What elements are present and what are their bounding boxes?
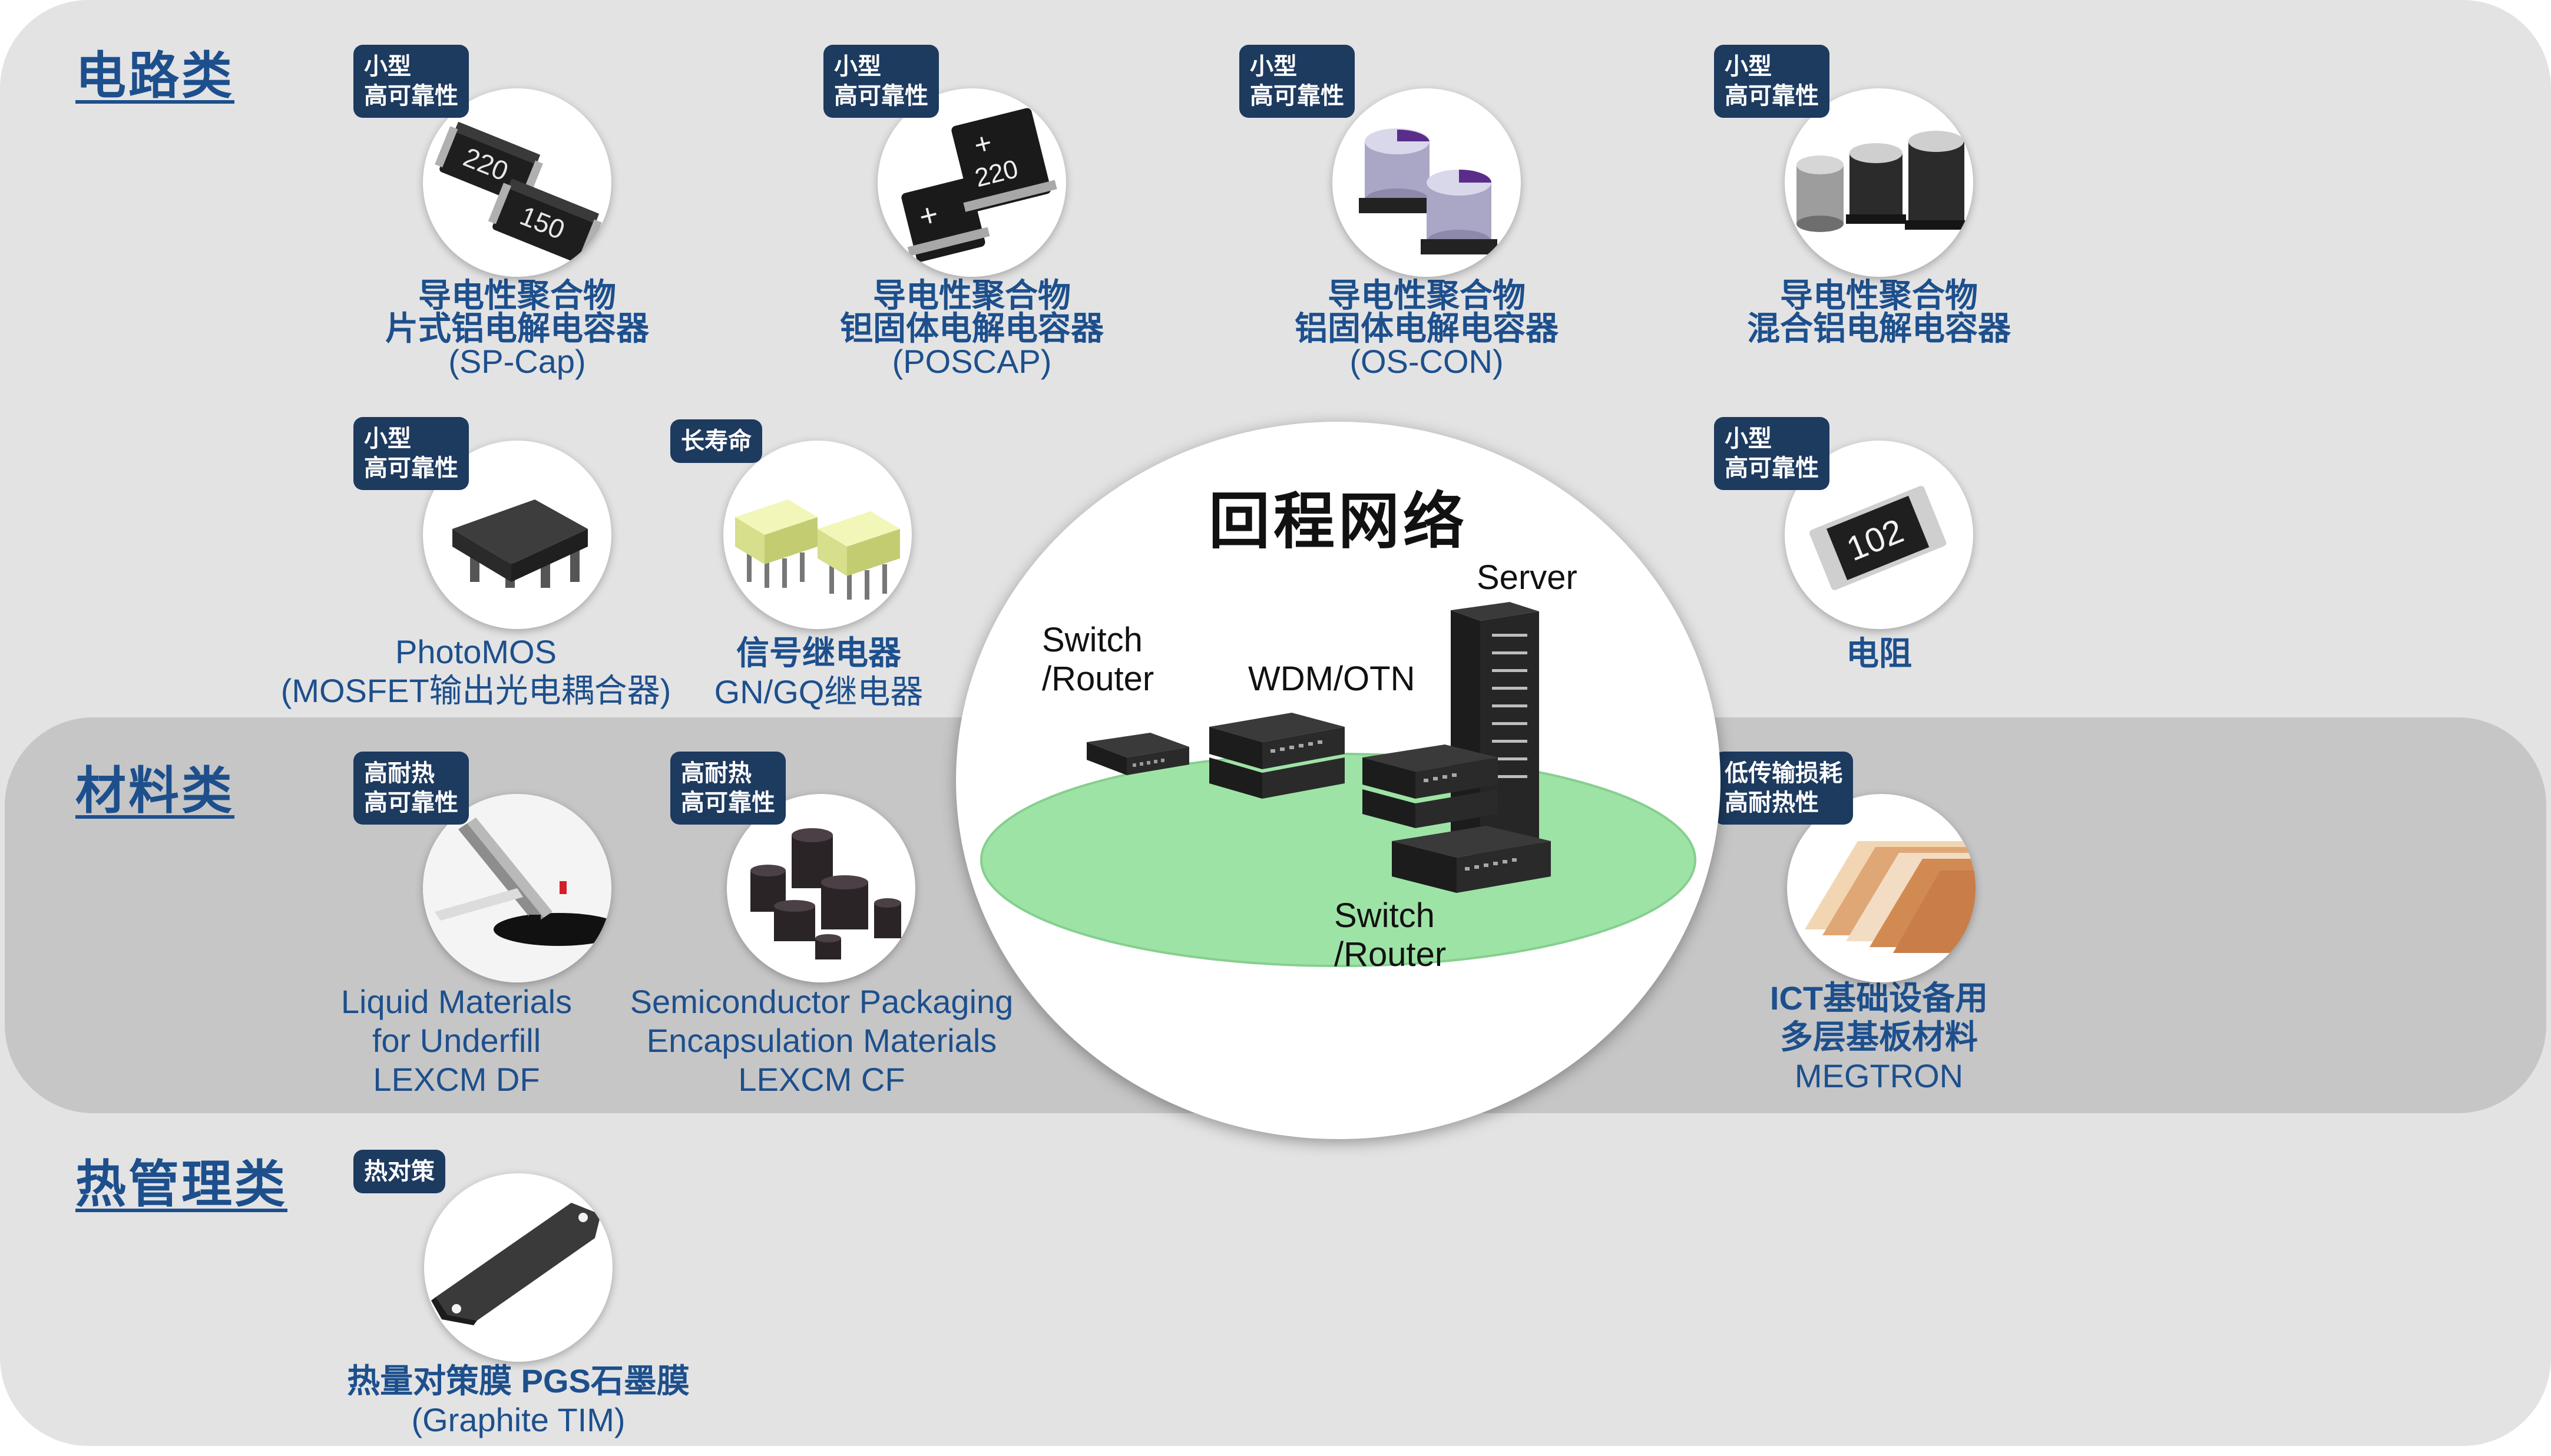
label-encapsulation: Semiconductor Packaging Encapsulation Ma… [630, 983, 1014, 1098]
encapsulation-pellets-icon [727, 794, 915, 982]
wdm-otn-icon [1209, 713, 1345, 799]
label-photomos: PhotoMOS (MOSFET输出光电耦合器) [280, 633, 671, 709]
badge-megtron: 低传输损耗 高耐热性 [1714, 752, 1853, 825]
rectangular-capacitor-icon: 220 150 [423, 88, 611, 277]
label-hybrid: 导电性聚合物 混合铝电解电容器 [1747, 277, 2011, 347]
liquid-dispenser-icon [423, 794, 611, 982]
hub-title: 回程网络 [1208, 488, 1468, 556]
badge-poscap: 小型 高可靠性 [823, 45, 939, 118]
category-material: 材料类 [75, 763, 234, 819]
badge-relay: 长寿命 [670, 419, 762, 463]
hybrid-capacitor-icon [1785, 88, 1973, 277]
signal-relay-icon [723, 441, 912, 629]
label-os-con: 导电性聚合物 铝固体电解电容器 (OS-CON) [1295, 277, 1559, 380]
badge-encapsulation: 高耐热 高可靠性 [670, 752, 786, 825]
laminate-sheets-icon [1787, 794, 1976, 982]
label-megtron: ICT基础设备用 多层基板材料 MEGTRON [1769, 980, 1988, 1094]
hub-label-switch-left: Switch /Router [1042, 621, 1154, 698]
switch-router-bottom-icon [1392, 826, 1551, 893]
label-resistor: 电阻 [1846, 635, 1912, 672]
switch-router-left-icon [1087, 733, 1189, 775]
hub-label-switch-bottom: Switch /Router [1334, 896, 1447, 974]
hub-label-server: Server [1477, 558, 1577, 597]
category-thermal: 热管理类 [75, 1156, 287, 1213]
graphite-sheet-icon [424, 1173, 613, 1362]
label-underfill: Liquid Materials for Underfill LEXCM DF [340, 983, 573, 1098]
label-pgs: 热量对策膜 PGS石墨膜 (Graphite TIM) [347, 1362, 690, 1438]
can-capacitor-icon [1332, 88, 1521, 277]
backhaul-network-hub: 回程网络 Switch /Router WDM/OTN Server Switc… [956, 422, 1720, 1139]
switch-router-center-icon [1362, 744, 1498, 828]
badge-pgs: 热对策 [353, 1150, 445, 1193]
hub-label-wdm: WDM/OTN [1248, 660, 1415, 698]
label-sp-cap: 导电性聚合物 片式铝电解电容器 (SP-Cap) [385, 277, 649, 380]
label-relay: 信号继电器 GN/GQ继电器 [714, 634, 924, 710]
badge-underfill: 高耐热 高可靠性 [353, 752, 469, 825]
badge-photomos: 小型 高可靠性 [353, 417, 469, 490]
badge-sp-cap: 小型 高可靠性 [353, 45, 469, 118]
tantalum-capacitor-icon: + + 220 [878, 88, 1066, 277]
badge-os-con: 小型 高可靠性 [1239, 45, 1355, 118]
category-circuit: 电路类 [75, 48, 234, 104]
badge-hybrid: 小型 高可靠性 [1714, 45, 1829, 118]
label-poscap: 导电性聚合物 钽固体电解电容器 (POSCAP) [840, 277, 1104, 380]
badge-resistor: 小型 高可靠性 [1714, 417, 1829, 490]
